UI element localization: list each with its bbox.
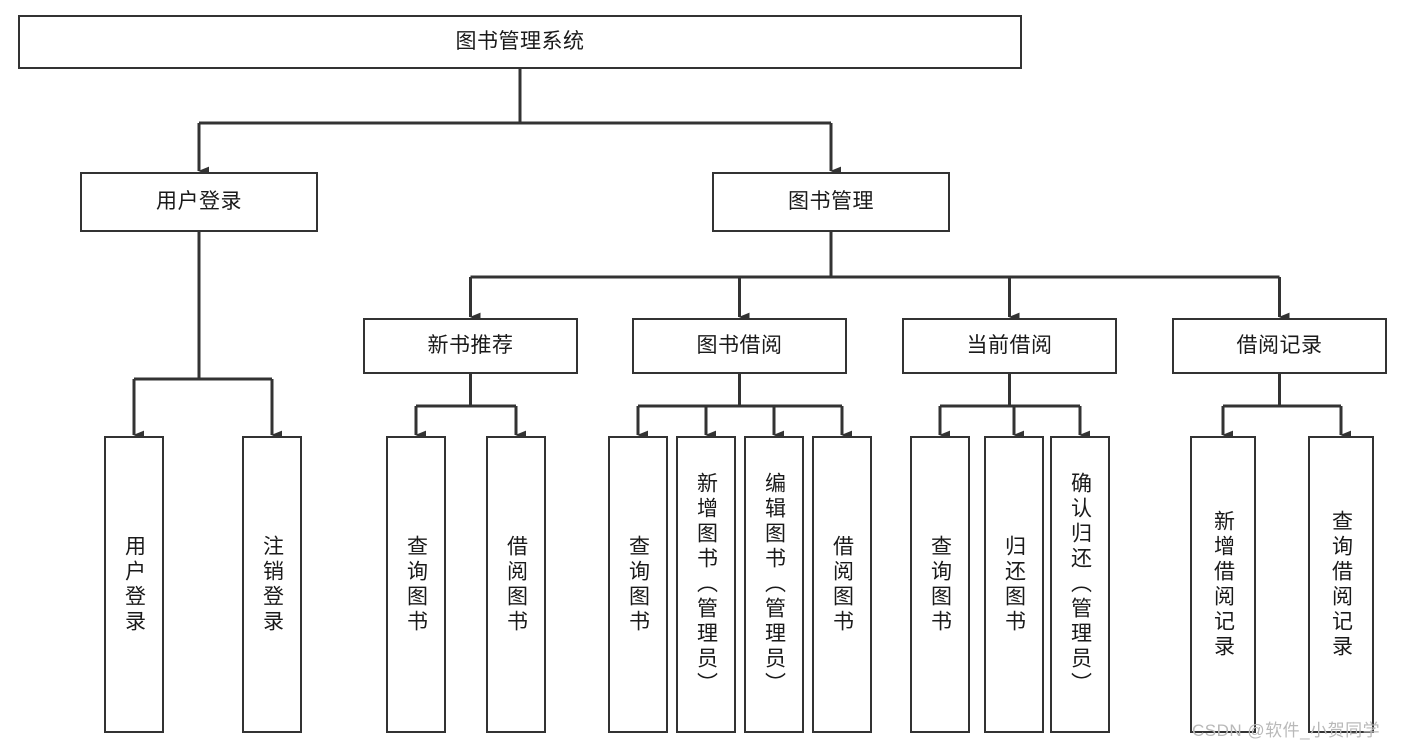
node-leaf-user-login[interactable]: 用户登录	[104, 436, 164, 733]
connector-bus-record	[1223, 374, 1341, 408]
node-leaf-current-confirm[interactable]: 确认归还（管理员）	[1050, 436, 1110, 733]
node-newbook[interactable]: 新书推荐	[363, 318, 578, 374]
node-label: 归还图书	[1002, 534, 1026, 635]
node-bookmgmt[interactable]: 图书管理	[712, 172, 950, 232]
node-current[interactable]: 当前借阅	[902, 318, 1117, 374]
node-leaf-newbook-borrow[interactable]: 借阅图书	[486, 436, 546, 733]
node-label: 查询图书	[626, 534, 650, 635]
node-label: 查询借阅记录	[1329, 509, 1353, 660]
node-label: 编辑图书（管理员）	[762, 472, 786, 697]
node-label: 图书管理	[788, 190, 874, 214]
node-record[interactable]: 借阅记录	[1172, 318, 1387, 374]
node-leaf-borrow-query[interactable]: 查询图书	[608, 436, 668, 733]
node-leaf-borrow-add[interactable]: 新增图书（管理员）	[676, 436, 736, 733]
node-leaf-record-query[interactable]: 查询借阅记录	[1308, 436, 1374, 733]
connector-bus-borrow	[638, 374, 842, 408]
connector-bus-login	[134, 232, 272, 381]
node-leaf-current-return[interactable]: 归还图书	[984, 436, 1044, 733]
connector-bus-root	[199, 69, 831, 125]
node-label: 查询图书	[928, 534, 952, 635]
node-leaf-user-logout[interactable]: 注销登录	[242, 436, 302, 733]
node-label: 用户登录	[122, 534, 146, 635]
node-label: 新增图书（管理员）	[694, 472, 718, 697]
node-leaf-record-add[interactable]: 新增借阅记录	[1190, 436, 1256, 733]
node-leaf-borrow-edit[interactable]: 编辑图书（管理员）	[744, 436, 804, 733]
connector-bus-current	[940, 374, 1080, 408]
node-label: 确认归还（管理员）	[1068, 472, 1092, 697]
node-label: 图书借阅	[696, 334, 783, 358]
node-root[interactable]: 图书管理系统	[18, 15, 1022, 69]
node-label: 借阅记录	[1236, 334, 1323, 358]
connector-lines	[132, 69, 1352, 440]
node-label: 新增借阅记录	[1211, 509, 1235, 660]
node-label: 借阅图书	[830, 534, 854, 635]
node-leaf-borrow-lend[interactable]: 借阅图书	[812, 436, 872, 733]
node-borrow[interactable]: 图书借阅	[632, 318, 847, 374]
node-leaf-current-query[interactable]: 查询图书	[910, 436, 970, 733]
node-label: 图书管理系统	[455, 30, 585, 54]
node-leaf-newbook-query[interactable]: 查询图书	[386, 436, 446, 733]
node-label: 注销登录	[260, 534, 284, 635]
node-label: 新书推荐	[427, 334, 514, 358]
connector-bus-bookmgmt	[470, 232, 1280, 279]
node-label: 查询图书	[404, 534, 428, 635]
node-label: 用户登录	[156, 190, 242, 214]
node-label: 借阅图书	[504, 534, 528, 635]
node-login[interactable]: 用户登录	[80, 172, 318, 232]
node-label: 当前借阅	[966, 334, 1053, 358]
connector-bus-newbook	[416, 374, 516, 408]
